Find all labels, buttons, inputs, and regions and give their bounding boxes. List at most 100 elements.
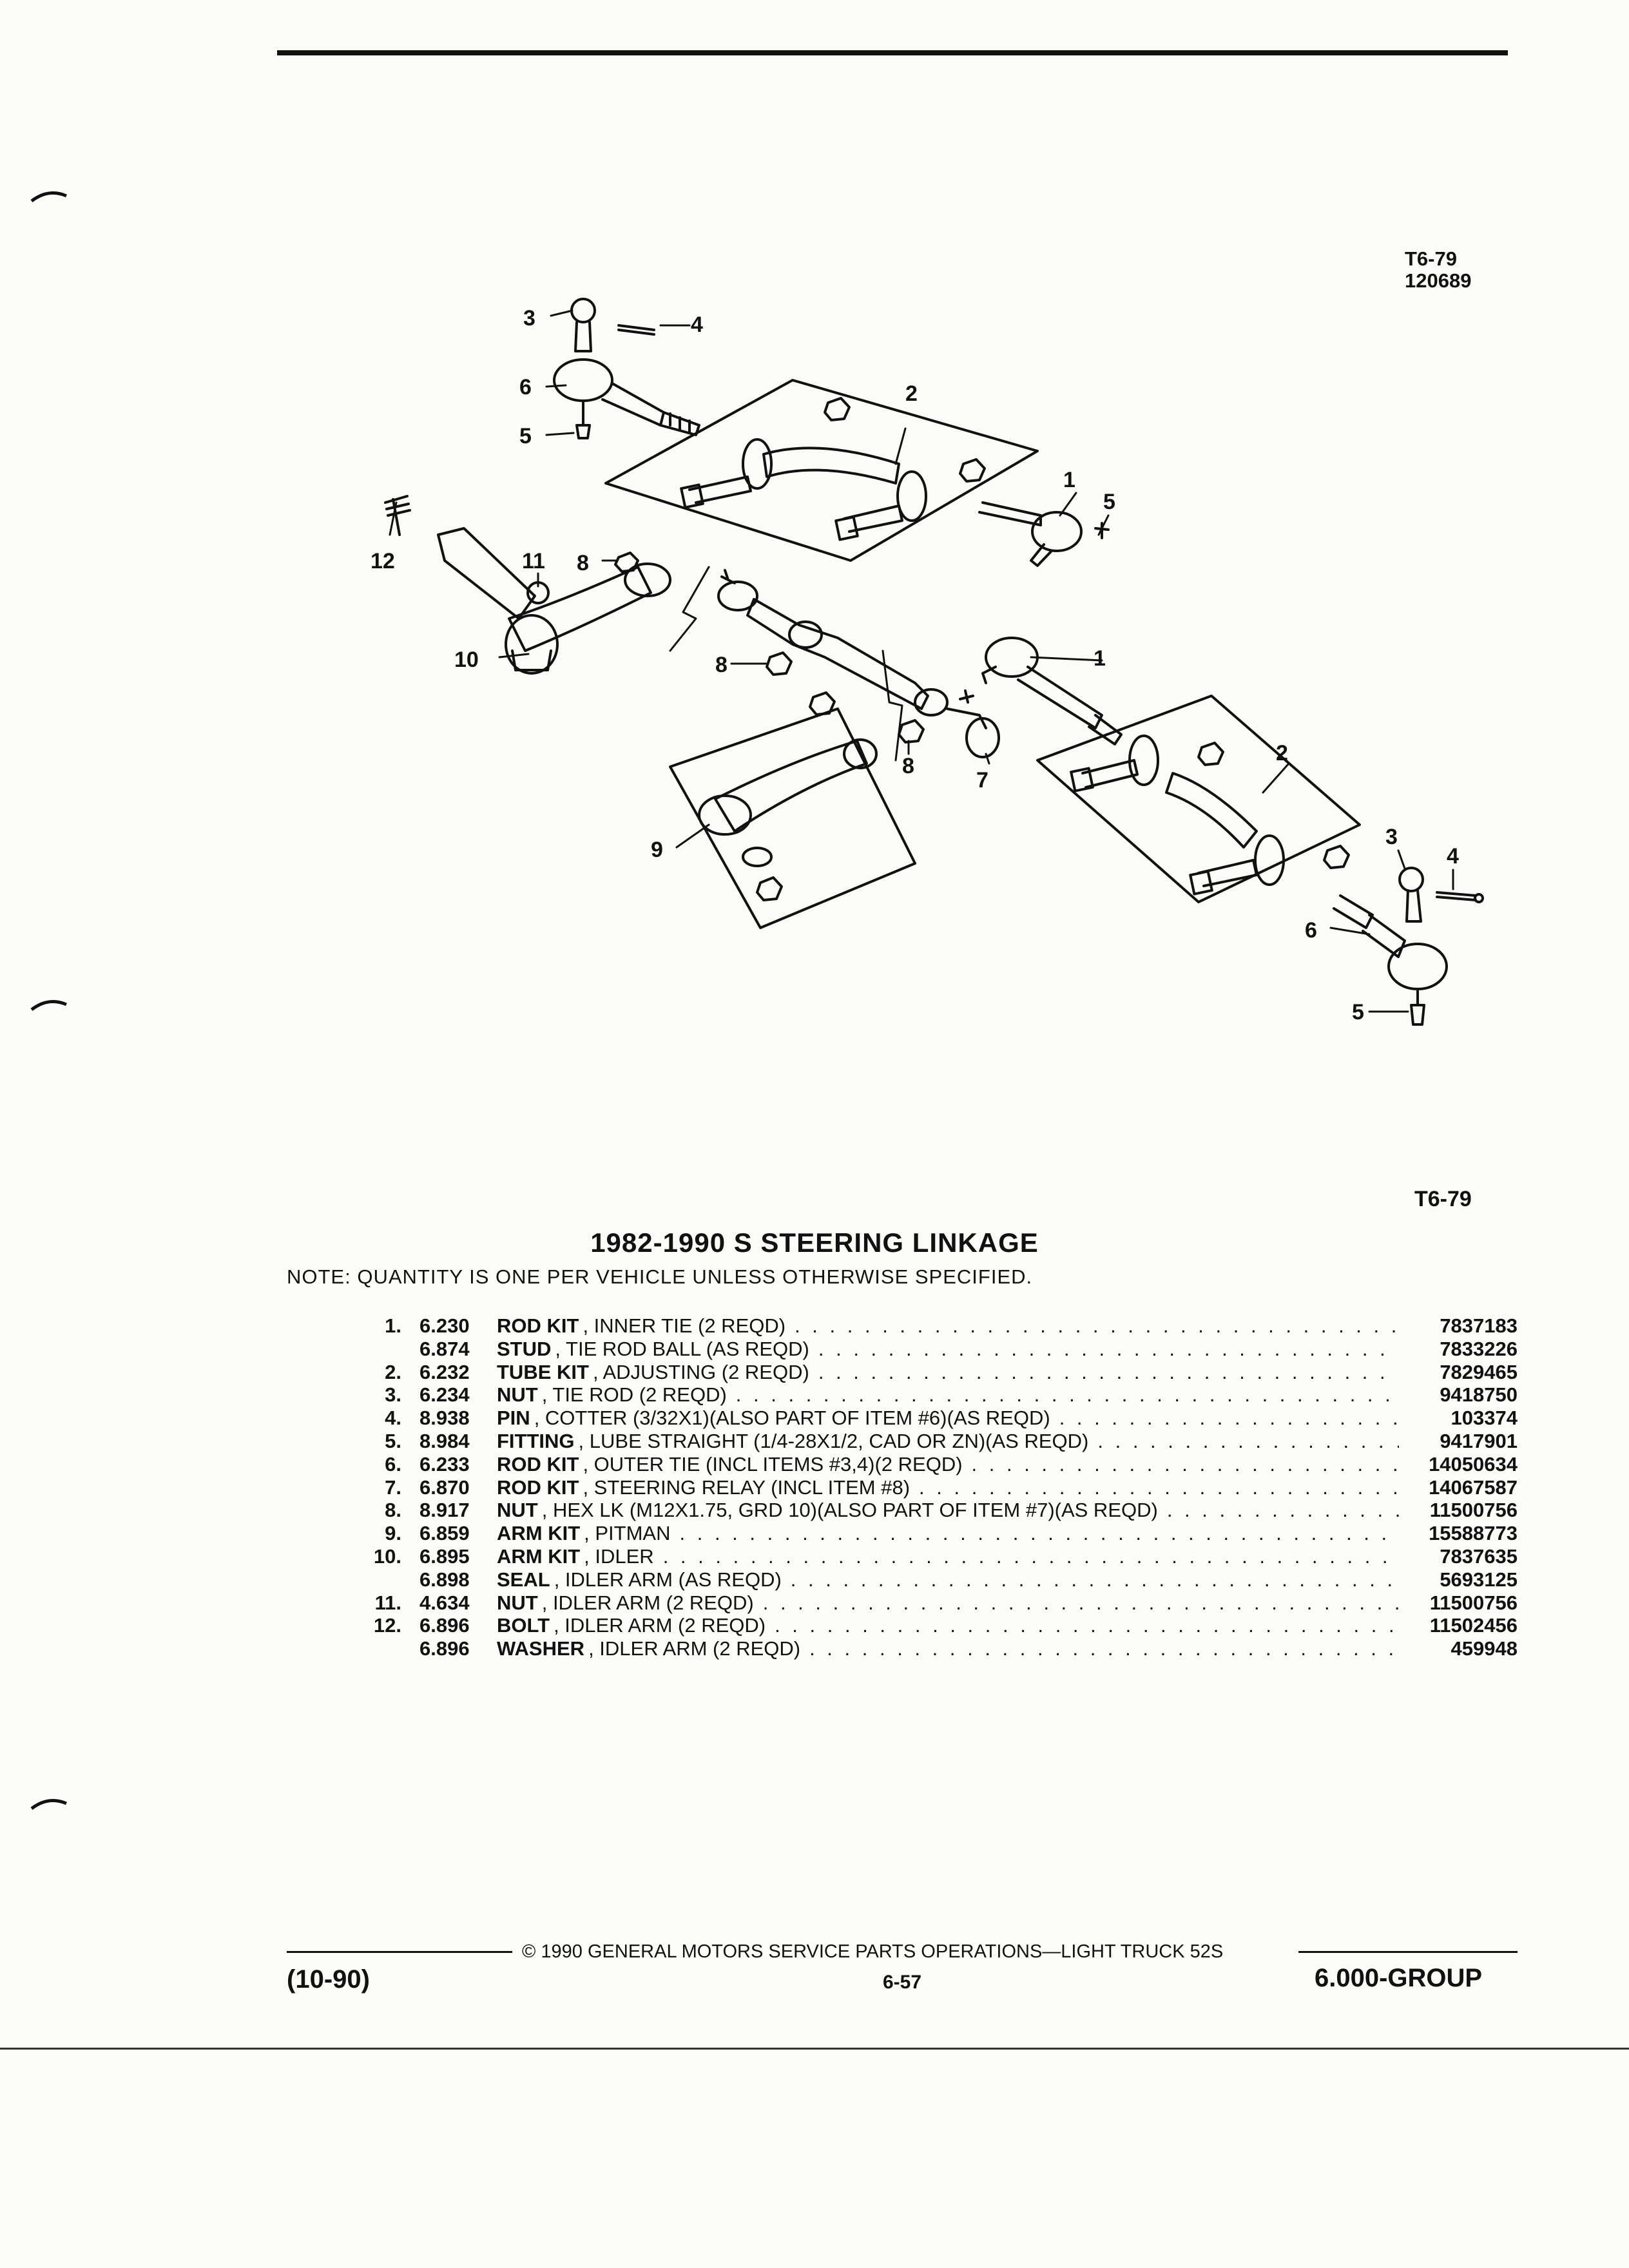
part-item-number: 7. — [385, 1475, 401, 1499]
footer-rule-right — [1298, 1951, 1518, 1953]
part-description: , HEX LK (M12X1.75, GRD 10)(ALSO PART OF… — [541, 1499, 1158, 1522]
footer-group: 6.000-GROUP — [1315, 1964, 1483, 1992]
callout-1: 1 — [1094, 646, 1106, 671]
relay-rod — [717, 569, 1000, 758]
part-number: 11502456 — [1429, 1614, 1518, 1637]
callout-1: 1 — [1063, 468, 1075, 492]
diagram-callouts: 3 4 6 5 2 1 5 12 11 8 10 8 1 8 7 9 2 3 4… — [371, 306, 1472, 1211]
callout-11: 11 — [522, 549, 545, 573]
callout-10: 10 — [454, 648, 479, 672]
leader-dots — [818, 1361, 1399, 1384]
part-number: 7833226 — [1440, 1337, 1518, 1360]
part-name: NUT — [497, 1383, 538, 1407]
part-number: 14050634 — [1429, 1452, 1518, 1475]
callout-2: 2 — [1276, 741, 1288, 765]
part-description: , TIE ROD (2 REQD) — [541, 1383, 727, 1407]
part-description: , IDLER ARM (2 REQD) — [588, 1637, 801, 1660]
leader-dots — [736, 1383, 1399, 1407]
part-number: 14067587 — [1429, 1475, 1518, 1499]
part-description: , LUBE STRAIGHT (1/4-28X1/2, CAD OR ZN)(… — [578, 1429, 1089, 1452]
part-item-number: 6. — [385, 1452, 401, 1475]
leader-dots — [680, 1522, 1400, 1545]
part-code: 6.874 — [419, 1337, 470, 1360]
figure-number: 120689 — [1405, 269, 1472, 292]
part-row: 9. 6.859 ARM KIT, PITMAN 15588773 — [358, 1522, 1518, 1545]
part-item-number: 10. — [373, 1544, 401, 1568]
part-name: SEAL — [497, 1568, 550, 1591]
part-description: , PITMAN — [584, 1522, 671, 1545]
adjusting-tube-upper — [680, 397, 986, 541]
adjusting-tube-kit-box-upper — [604, 379, 1039, 562]
part-item-number: 1. — [385, 1314, 401, 1337]
part-code: 6.895 — [419, 1544, 470, 1568]
adjusting-tube-kit-box-lower — [1036, 695, 1361, 903]
callout-5: 5 — [519, 424, 532, 448]
callout-5: 5 — [1103, 490, 1115, 514]
part-number: 15588773 — [1429, 1522, 1518, 1545]
leader-dots — [663, 1545, 1399, 1568]
part-description: , IDLER ARM (2 REQD) — [554, 1614, 766, 1637]
callout-8: 8 — [902, 754, 914, 778]
part-name: FITTING — [497, 1429, 575, 1452]
figure-code: T6-79 — [1405, 247, 1457, 270]
leader-dots — [1097, 1430, 1399, 1453]
part-name: ARM KIT — [497, 1522, 581, 1545]
part-number: 7837635 — [1440, 1544, 1518, 1568]
leader-dots — [795, 1314, 1399, 1338]
leader-dots — [791, 1568, 1399, 1591]
margin-mark — [30, 191, 67, 203]
cotter-pin-lower — [1436, 891, 1484, 903]
part-name: ROD KIT — [497, 1475, 579, 1499]
footer-rule-left — [287, 1951, 512, 1953]
idler-arm — [505, 552, 671, 675]
part-item-number: 4. — [385, 1407, 401, 1430]
part-code: 6.898 — [419, 1568, 470, 1591]
part-item-number: 11. — [374, 1591, 401, 1614]
part-name: PIN — [497, 1407, 530, 1430]
part-code: 8.984 — [419, 1429, 470, 1452]
part-number: 11500756 — [1429, 1591, 1518, 1614]
bottom-rule — [0, 2048, 1629, 2050]
part-number: 7837183 — [1440, 1314, 1518, 1337]
part-description: , IDLER ARM (AS REQD) — [554, 1568, 782, 1591]
footer-page-number: 6-57 — [883, 1972, 922, 1993]
part-description: , IDLER — [584, 1544, 654, 1568]
part-number: 459948 — [1451, 1637, 1518, 1660]
steering-linkage-diagram: 3 4 6 5 2 1 5 12 11 8 10 8 1 8 7 9 2 3 4… — [371, 298, 1484, 1211]
cotter-pin-upper — [617, 324, 655, 336]
part-item-number: 2. — [385, 1360, 401, 1383]
margin-mark — [30, 1000, 67, 1012]
outer-tie-rod-lower — [1333, 867, 1448, 1026]
part-description: , OUTER TIE (INCL ITEMS #3,4)(2 REQD) — [583, 1452, 963, 1475]
leader-dots — [818, 1338, 1399, 1361]
callout-8: 8 — [715, 653, 728, 677]
callout-3: 3 — [523, 306, 535, 331]
part-name: NUT — [497, 1499, 538, 1522]
pitman-arm-kit-box — [669, 707, 916, 929]
callout-6: 6 — [1305, 918, 1317, 943]
part-number: 9418750 — [1440, 1383, 1518, 1407]
leader-dots — [972, 1453, 1399, 1476]
leader-dots — [763, 1591, 1399, 1615]
part-number: 11500756 — [1429, 1499, 1518, 1522]
part-code: 8.917 — [419, 1499, 470, 1522]
part-item-number: 9. — [385, 1522, 401, 1545]
callout-12: 12 — [371, 549, 395, 573]
adjusting-tube-lower — [1070, 735, 1350, 896]
inner-tie-rod-upper — [978, 501, 1110, 567]
part-code: 6.859 — [419, 1522, 470, 1545]
callout-4: 4 — [1447, 844, 1459, 869]
idler-arm-bracket — [384, 495, 550, 620]
diagram-footer-ref: T6-79 — [1414, 1187, 1472, 1211]
callout-3: 3 — [1385, 825, 1398, 849]
callout-2: 2 — [905, 381, 918, 406]
